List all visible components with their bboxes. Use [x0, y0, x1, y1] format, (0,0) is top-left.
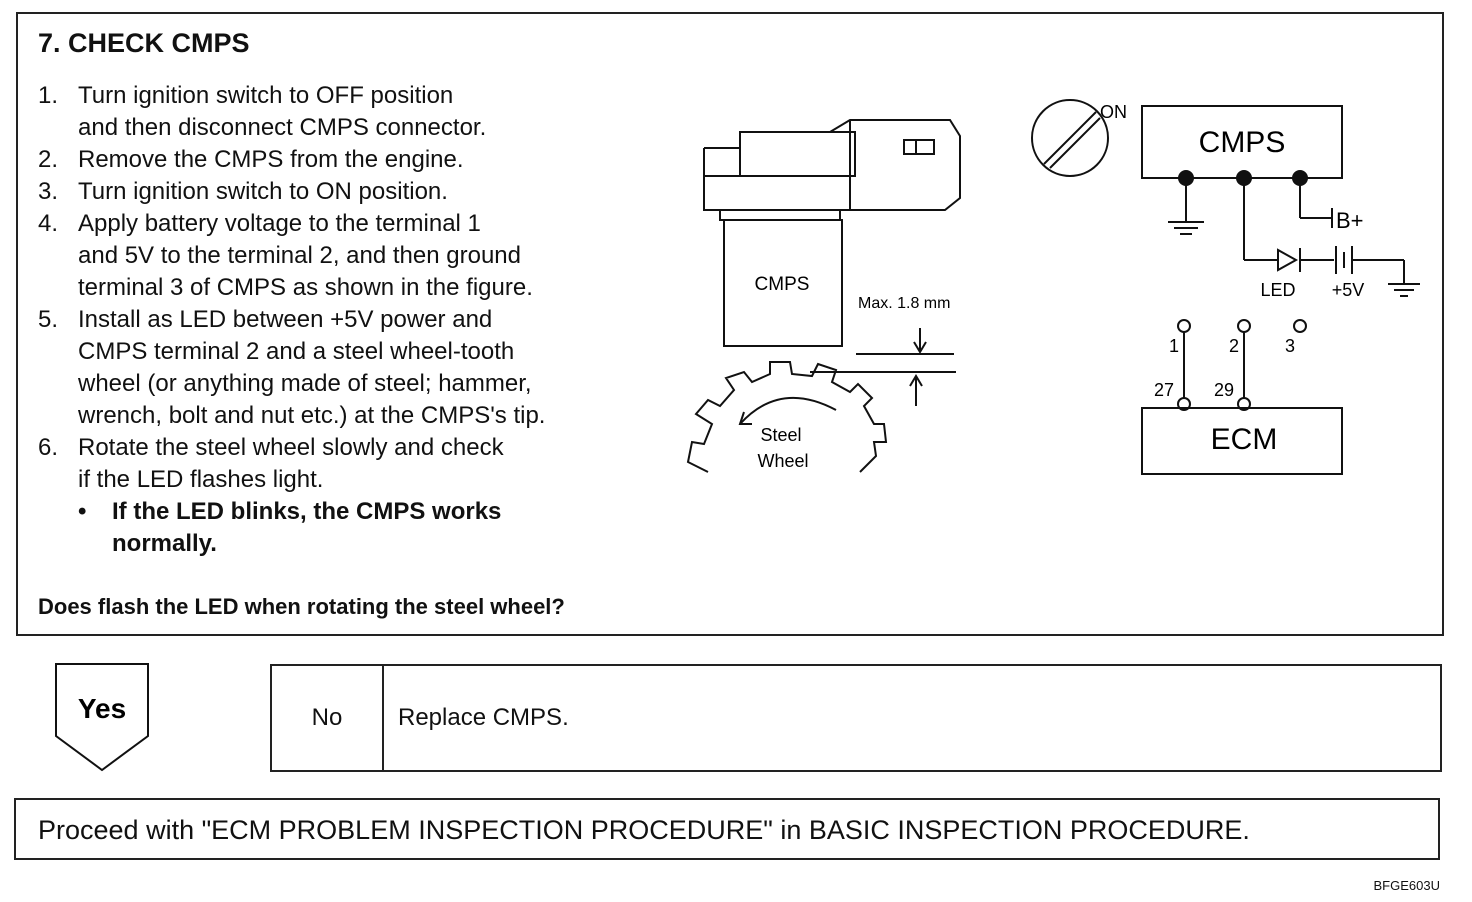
step-text-line: Turn ignition switch to ON position.: [78, 178, 448, 205]
step-text-line: Apply battery voltage to the terminal 1: [78, 210, 481, 237]
step-number: 2.: [38, 146, 59, 173]
step-text-line: terminal 3 of CMPS as shown in the figur…: [78, 274, 533, 301]
led-label: LED: [1260, 280, 1295, 300]
step-text-line: wrench, bolt and nut etc.) at the CMPS's…: [78, 402, 546, 429]
bplus-label: B+: [1336, 208, 1364, 233]
ecm-box-label: ECM: [1211, 423, 1278, 456]
step-text-line: Rotate the steel wheel slowly and check: [78, 434, 504, 461]
step-text-line: CMPS terminal 2 and a steel wheel-tooth: [78, 338, 515, 365]
junction-dot: [1292, 170, 1308, 186]
cmps-box-label: CMPS: [1199, 126, 1286, 159]
ignition-switch-icon: [1031, 99, 1109, 177]
step-number: 5.: [38, 306, 59, 333]
question-text: Does flash the LED when rotating the ste…: [38, 594, 565, 619]
steel-wheel: [686, 361, 888, 473]
step-number: 3.: [38, 178, 59, 205]
gap-label: Max. 1.8 mm: [858, 295, 950, 312]
figure-code: BFGE603U: [1373, 878, 1440, 893]
proceed-text: Proceed with "ECM PROBLEM INSPECTION PRO…: [38, 815, 1250, 845]
no-result-box: No Replace CMPS.: [270, 664, 1442, 772]
step-text-line: and then disconnect CMPS connector.: [78, 114, 487, 141]
sensor-label: CMPS: [755, 274, 810, 295]
bullet-line-1: If the LED blinks, the CMPS works: [112, 498, 502, 525]
pin-3-label: 3: [1285, 336, 1295, 356]
step-text-line: Turn ignition switch to OFF position: [78, 82, 454, 109]
ecm-pin-27-label: 27: [1154, 380, 1174, 400]
yes-arrow: Yes: [55, 663, 149, 772]
gap-dimension: [810, 328, 956, 406]
step-number: 4.: [38, 210, 59, 237]
step-text-line: if the LED flashes light.: [78, 466, 324, 493]
proceed-box: Proceed with "ECM PROBLEM INSPECTION PRO…: [14, 798, 1440, 860]
plus5v-label: +5V: [1332, 280, 1365, 300]
wheel-label-1: Steel: [760, 425, 801, 445]
step-number: 6.: [38, 434, 59, 461]
pin-2-label: 2: [1229, 336, 1239, 356]
ecm-pin-29-label: 29: [1214, 380, 1234, 400]
yes-label: Yes: [78, 693, 126, 724]
step-text-line: Install as LED between +5V power and: [78, 306, 493, 333]
pin-1-label: 1: [1169, 336, 1179, 356]
check-panel: [16, 12, 1444, 636]
bullet-marker: •: [78, 498, 87, 525]
step-text-line: Remove the CMPS from the engine.: [78, 146, 464, 173]
ecm-wiring: [1141, 319, 1343, 475]
no-action-text: Replace CMPS.: [398, 704, 569, 731]
switch-on-label: ON: [1100, 102, 1127, 122]
no-divider: [382, 666, 384, 770]
section-title: 7. CHECK CMPS: [38, 28, 250, 58]
step-text-line: and 5V to the terminal 2, and then groun…: [78, 242, 521, 269]
wheel-label-2: Wheel: [757, 451, 808, 471]
step-text-line: wheel (or anything made of steel; hammer…: [78, 370, 532, 397]
no-label: No: [311, 704, 343, 731]
junction-dot: [1178, 170, 1194, 186]
junction-dot: [1236, 170, 1252, 186]
step-number: 1.: [38, 82, 59, 109]
sensor-drawing: [703, 119, 961, 347]
bullet-line-2: normally.: [112, 530, 217, 557]
cmps-figure: CMPS Max. 1.8 mm Steel Wheel ON: [686, 99, 1420, 475]
